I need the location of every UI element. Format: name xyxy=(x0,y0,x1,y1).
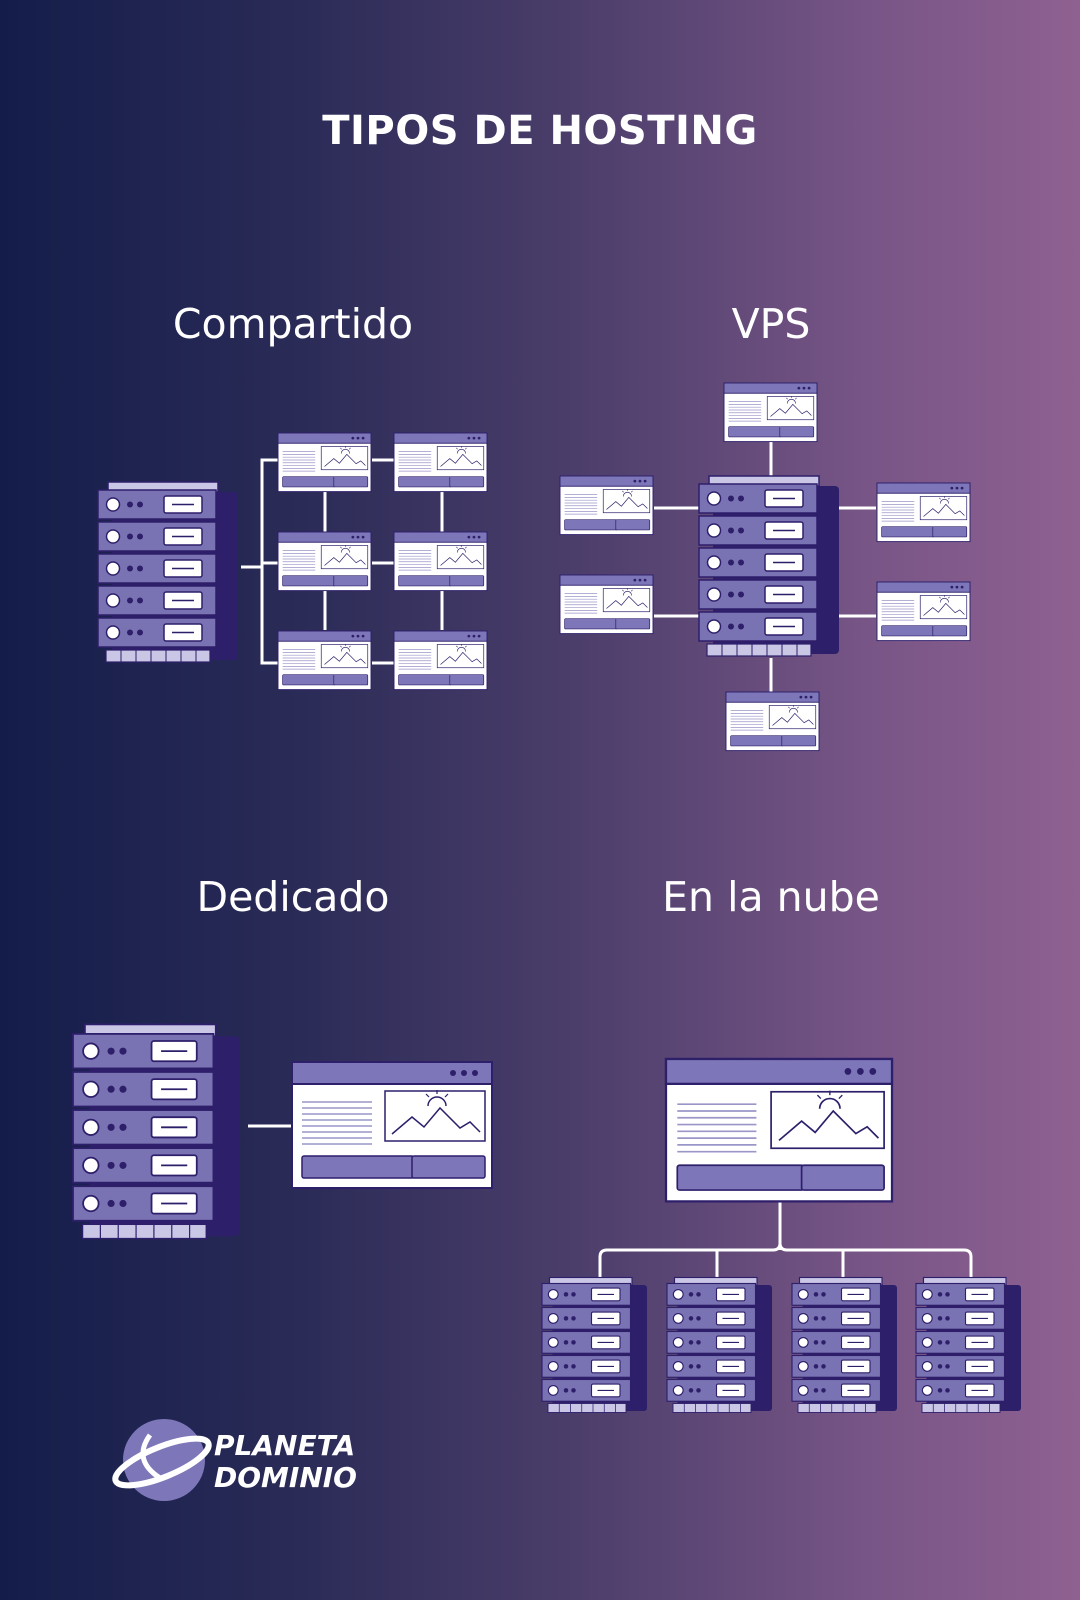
section-title-cloud: En la nube xyxy=(662,873,880,921)
server-icon xyxy=(542,1278,647,1413)
server-icon xyxy=(98,482,238,662)
section-title-vps: VPS xyxy=(731,300,811,348)
logo-text-line2: DOMINIO xyxy=(214,1461,357,1494)
server-icon xyxy=(792,1278,897,1413)
website-window-icon xyxy=(291,1061,493,1189)
vps-hosting-diagram xyxy=(559,382,971,752)
page-title: TIPOS DE HOSTING xyxy=(322,108,758,154)
server-icon xyxy=(699,476,839,656)
shared-hosting-diagram xyxy=(98,432,488,691)
website-window-icon xyxy=(393,432,488,493)
server-icon xyxy=(916,1278,1021,1413)
server-icon xyxy=(73,1024,240,1238)
section-title-dedicated: Dedicado xyxy=(196,873,390,921)
dedicated-hosting-diagram xyxy=(73,1024,493,1238)
website-window-icon xyxy=(559,475,654,536)
cloud-hosting-diagram xyxy=(542,1057,1021,1413)
website-window-icon xyxy=(393,630,488,691)
website-window-icon xyxy=(876,482,971,543)
website-window-icon xyxy=(725,691,820,752)
website-window-icon xyxy=(559,574,654,635)
section-title-shared: Compartido xyxy=(172,300,414,348)
website-window-icon xyxy=(664,1057,894,1203)
server-icon xyxy=(667,1278,772,1413)
website-window-icon xyxy=(876,581,971,642)
website-window-icon xyxy=(277,630,372,691)
website-window-icon xyxy=(277,432,372,493)
logo-text-line1: PLANETA xyxy=(214,1429,356,1462)
website-window-icon xyxy=(723,382,818,443)
website-window-icon xyxy=(277,531,372,592)
planeta-dominio-logo-icon xyxy=(112,1419,212,1501)
website-window-icon xyxy=(393,531,488,592)
